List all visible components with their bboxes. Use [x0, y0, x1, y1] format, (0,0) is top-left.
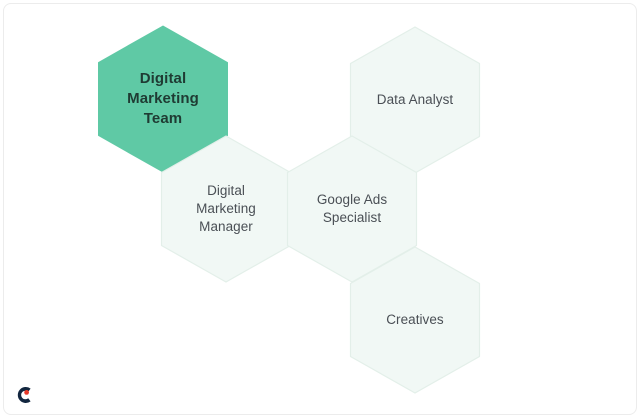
hexagon-creatives[interactable] — [349, 246, 481, 394]
logo-c-shape — [17, 387, 31, 403]
logo-dot-shape — [24, 390, 29, 395]
brand-logo-icon — [17, 387, 31, 403]
